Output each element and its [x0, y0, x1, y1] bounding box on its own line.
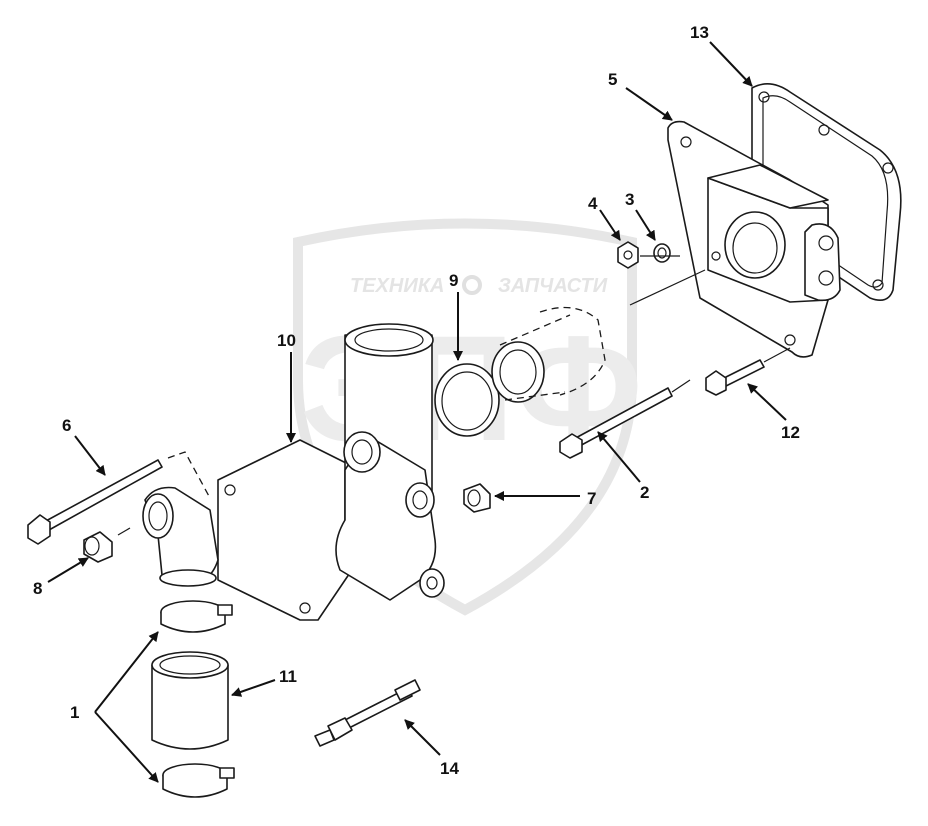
watermark-brand-right: ЗАПЧАСТИ	[498, 275, 608, 297]
part-4-plug	[617, 241, 639, 269]
callout-9: 9	[449, 271, 458, 290]
callout-labels: 1 2 3 4 5 6 7 8 9 10 11 12 13 14	[33, 23, 800, 778]
callout-10: 10	[277, 331, 296, 350]
elbow-connector	[142, 486, 219, 587]
part-5-housing	[667, 120, 841, 358]
alignment-lines	[117, 255, 706, 536]
part-3-o-ring	[653, 243, 671, 263]
thermostat-element	[491, 306, 606, 403]
watermark-brand-left: ТЕХНИКА	[350, 275, 444, 297]
callout-7: 7	[587, 489, 596, 508]
callout-12: 12	[781, 423, 800, 442]
callout-13: 13	[690, 23, 709, 42]
part-2-long-bolt	[559, 379, 691, 459]
callout-14: 14	[440, 759, 459, 778]
part-12-short-bolt	[705, 347, 791, 396]
callout-8: 8	[33, 579, 42, 598]
part-11-hose	[151, 651, 229, 750]
callout-1: 1	[70, 703, 79, 722]
callout-6: 6	[62, 416, 71, 435]
part-13-gasket	[751, 83, 902, 301]
callout-11: 11	[279, 667, 297, 686]
gear-icon	[462, 275, 482, 295]
part-7-plug	[463, 483, 491, 513]
part-1-hose-clamp-upper	[160, 600, 233, 633]
callout-4: 4	[588, 194, 598, 213]
part-9-seal-ring	[434, 363, 500, 437]
part-8-spacer	[83, 531, 113, 563]
callout-5: 5	[608, 70, 617, 89]
part-6-long-bolt	[27, 451, 211, 545]
callout-3: 3	[625, 190, 634, 209]
part-1-hose-clamp-lower	[162, 763, 235, 798]
part-10-outlet-body	[217, 323, 445, 621]
part-14-sensor	[314, 679, 421, 747]
callout-2: 2	[640, 483, 649, 502]
leader-lines	[47, 41, 787, 783]
